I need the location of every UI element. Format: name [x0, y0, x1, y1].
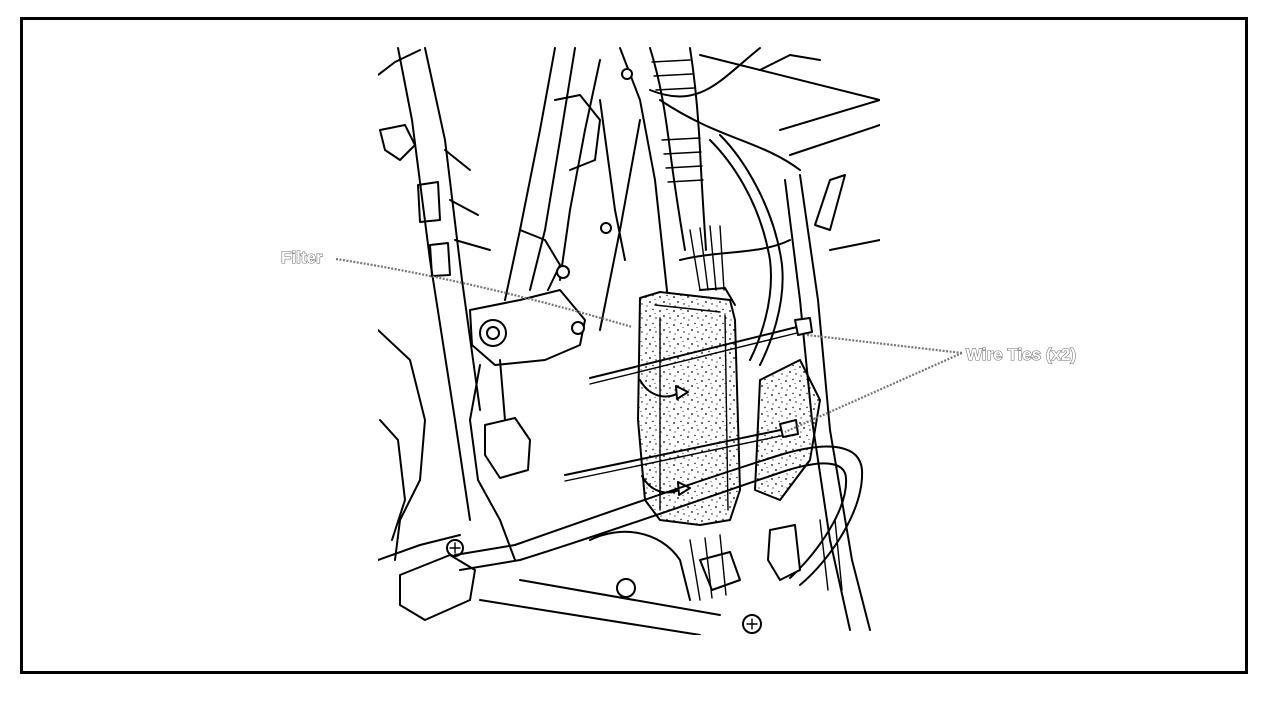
figure-frame — [20, 17, 1248, 674]
wire-tie-leader-line-lower — [784, 351, 963, 434]
wire-ties-label: Wire Ties (x2) — [966, 345, 1076, 364]
vehicle-components — [378, 47, 880, 635]
filter-leader-line — [335, 257, 633, 329]
filter-label: Filter — [281, 248, 323, 267]
wire-tie-leader-line-upper — [806, 333, 963, 355]
